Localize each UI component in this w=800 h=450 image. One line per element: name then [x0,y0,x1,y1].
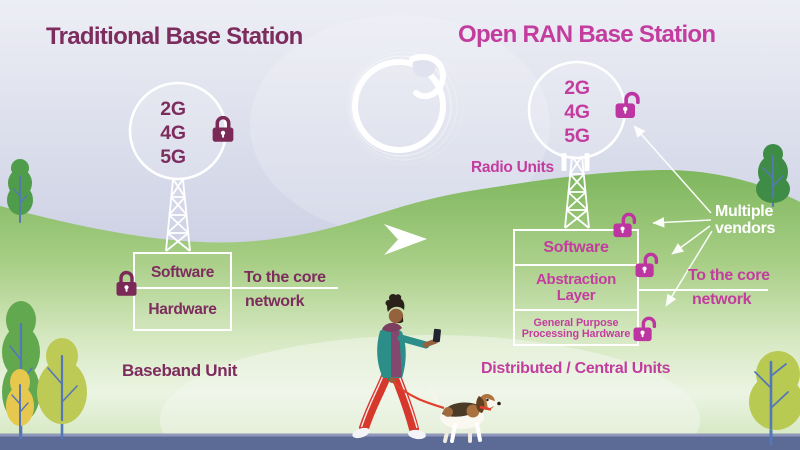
openran-core-text-2: network [692,291,752,308]
openran-core-text-1: To the core [688,267,770,284]
traditional-hardware-row: Hardware [148,301,217,318]
transition-arrow-icon [384,224,427,255]
openran-software-row: Software [543,239,609,256]
openran-gp-hardware-row: General Purpose Processing Hardware [521,316,631,341]
openran-title: Open RAN Base Station [458,21,716,48]
arrow-to-hardware-lock [665,230,713,307]
arrow-to-radio-lock [633,125,712,214]
baseband-unit-box [133,252,232,331]
traditional-core-text-2: network [245,293,305,310]
tree-top-left [7,159,33,223]
sky-glow [250,15,550,235]
openran-tech-4g: 4G [564,101,590,123]
tree-cluster-bottom-left [2,301,87,440]
openran-hardware-box [513,309,639,346]
person-walking-illustration [352,294,445,440]
arrow-to-software-lock [652,217,712,228]
phone-in-hand [432,328,441,343]
vodafone-logo [346,47,464,165]
openran-abstraction-box [513,264,639,311]
radio-units-label: Radio Units [471,159,554,176]
hill-light-patch [160,335,700,450]
openran-tech-5g: 5G [564,125,590,147]
trees [2,144,800,446]
tree-bottom-right [749,351,800,446]
arrow-to-abstraction-lock [671,225,711,255]
traditional-tower [165,178,191,252]
vendor-arrows [633,125,713,307]
openran-technology-list: 2G 4G 5G [555,76,599,148]
dog-illustration [429,387,501,443]
closed-padlock-icon [212,115,234,142]
dog-leash [392,381,445,410]
open-padlock-icon [613,212,637,238]
traditional-technology-list: 2G 4G 5G [151,97,195,169]
traditional-core-link-line [135,286,338,289]
open-padlock-icon [615,91,640,118]
openran-tech-2g: 2G [564,77,590,99]
traditional-tech-5g: 5G [160,146,186,168]
open-padlock-icon [635,252,659,278]
dog-collar [479,405,492,411]
baseband-unit-caption: Baseband Unit [122,361,238,380]
tree-top-right [756,144,790,207]
openran-abstraction-row: Abstraction Layer [535,271,617,304]
traditional-tech-4g: 4G [160,122,186,144]
road [0,433,800,450]
open-padlock-icon [633,316,657,342]
traditional-tech-2g: 2G [160,98,186,120]
traditional-title: Traditional Base Station [46,23,303,50]
multiple-vendors-note: Multiple vendors [715,203,776,237]
openran-core-link-line [639,288,768,291]
traditional-software-row: Software [150,264,215,281]
traditional-core-text-1: To the core [244,269,326,286]
distributed-central-units-caption: Distributed / Central Units [481,360,671,377]
closed-padlock-icon [116,270,137,296]
